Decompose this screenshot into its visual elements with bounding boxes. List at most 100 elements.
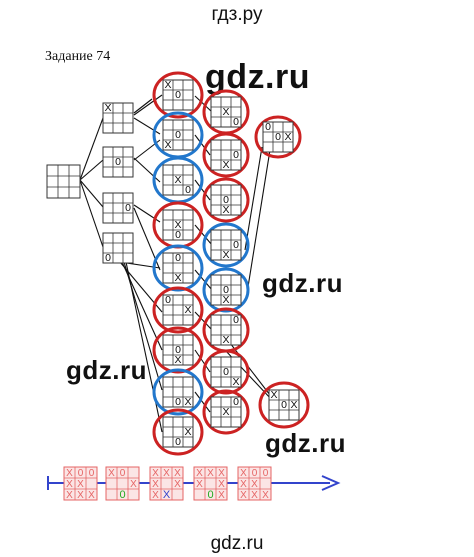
level1-board: 0 — [102, 146, 134, 178]
nought-mark: 0 — [207, 489, 213, 501]
cross-mark: X — [222, 159, 229, 171]
grid-frame — [162, 79, 194, 111]
cross-mark: X — [152, 479, 159, 490]
cross-mark: X — [218, 468, 225, 479]
node-circle — [202, 389, 250, 435]
cross-mark: X — [174, 354, 181, 366]
grid-frame — [210, 229, 242, 261]
connector-line — [194, 269, 213, 291]
nought-mark: 0 — [119, 489, 125, 501]
grid-frame — [162, 209, 194, 241]
nought-mark: 0 — [165, 294, 171, 306]
connector-line — [194, 95, 213, 113]
nought-mark: 0 — [125, 202, 131, 214]
level1-board: 0 — [102, 192, 134, 224]
connector-line — [194, 391, 211, 413]
grid-frame — [162, 376, 194, 408]
cross-mark: X — [270, 389, 277, 401]
grid-frame — [162, 416, 194, 448]
nought-mark: 0 — [175, 252, 181, 264]
nought-mark: 0 — [233, 116, 239, 128]
cross-mark: X — [222, 334, 229, 346]
cross-mark: X — [104, 102, 111, 114]
cross-mark: X — [184, 426, 191, 438]
cross-mark: X — [174, 468, 181, 479]
grid-frame — [162, 252, 194, 284]
column1-board: X0 — [162, 416, 194, 448]
cross-mark: X — [207, 468, 214, 479]
cross-mark: X — [222, 406, 229, 418]
grid-frame — [210, 314, 242, 346]
nought-mark: 0 — [175, 129, 181, 141]
column1-board: 0X — [162, 294, 194, 326]
column2-board: 0X — [210, 314, 242, 346]
connector-line — [79, 117, 104, 181]
cross-mark: X — [130, 479, 137, 490]
column2-board: 0X — [210, 139, 242, 171]
cross-mark: X — [164, 79, 171, 91]
node-circle — [254, 115, 302, 159]
column2-board: X0 — [210, 96, 242, 128]
nought-mark: 0 — [223, 284, 229, 296]
column1-board: 0X — [162, 252, 194, 284]
node-circle — [152, 286, 204, 334]
node-circle — [152, 244, 204, 292]
connector-line — [247, 149, 271, 288]
connector-line — [125, 261, 163, 433]
watermark-top: gdz.ru — [205, 58, 310, 96]
connector-line — [133, 157, 161, 183]
watermark-bottom: gdz.ru — [265, 428, 346, 458]
nought-mark: 0 — [275, 131, 281, 143]
nought-mark: 0 — [252, 468, 258, 479]
connector-line — [194, 179, 211, 201]
nought-mark: 0 — [175, 436, 181, 448]
cross-mark: X — [222, 294, 229, 306]
grid-frame — [162, 164, 194, 196]
nought-mark: 0 — [185, 184, 191, 196]
grid-frame — [210, 96, 242, 128]
column1-board: X0 — [162, 209, 194, 241]
footer-site-title: gdz.ru — [210, 533, 264, 554]
grid-frame — [102, 102, 134, 134]
connector-line — [194, 349, 211, 373]
grid-frame — [102, 146, 134, 178]
grid-frame — [102, 192, 134, 224]
cross-mark: X — [163, 489, 171, 501]
cross-mark: X — [174, 272, 181, 284]
cross-mark: X — [152, 490, 159, 501]
grid-frame — [268, 389, 300, 421]
grid-frame — [105, 466, 140, 501]
cross-mark: X — [77, 490, 84, 501]
nought-mark: 0 — [233, 396, 239, 408]
cross-mark: X — [196, 468, 203, 479]
cross-mark: X — [232, 376, 239, 388]
header-site-title: гдз.ру — [211, 4, 263, 25]
nought-mark: 0 — [105, 252, 111, 264]
connector-line — [79, 179, 104, 208]
node-circle — [152, 368, 204, 416]
grid-frame — [262, 121, 294, 153]
nought-mark: 0 — [265, 121, 271, 133]
connector-line — [194, 311, 213, 331]
cross-mark: X — [174, 174, 181, 186]
grid-frame — [162, 119, 194, 151]
cross-mark: X — [240, 490, 247, 501]
connector-line — [79, 159, 104, 181]
cross-mark: X — [163, 468, 170, 479]
cross-mark: X — [218, 479, 225, 490]
cross-mark: X — [88, 490, 95, 501]
column2-board: 0X — [210, 184, 242, 216]
nought-mark: 0 — [175, 229, 181, 241]
connector-line — [194, 134, 211, 156]
watermark-left: gdz.ru — [66, 355, 147, 385]
cross-mark: X — [66, 468, 73, 479]
grid-frame — [210, 274, 242, 306]
cross-mark: X — [66, 479, 73, 490]
cross-mark: X — [174, 479, 181, 490]
